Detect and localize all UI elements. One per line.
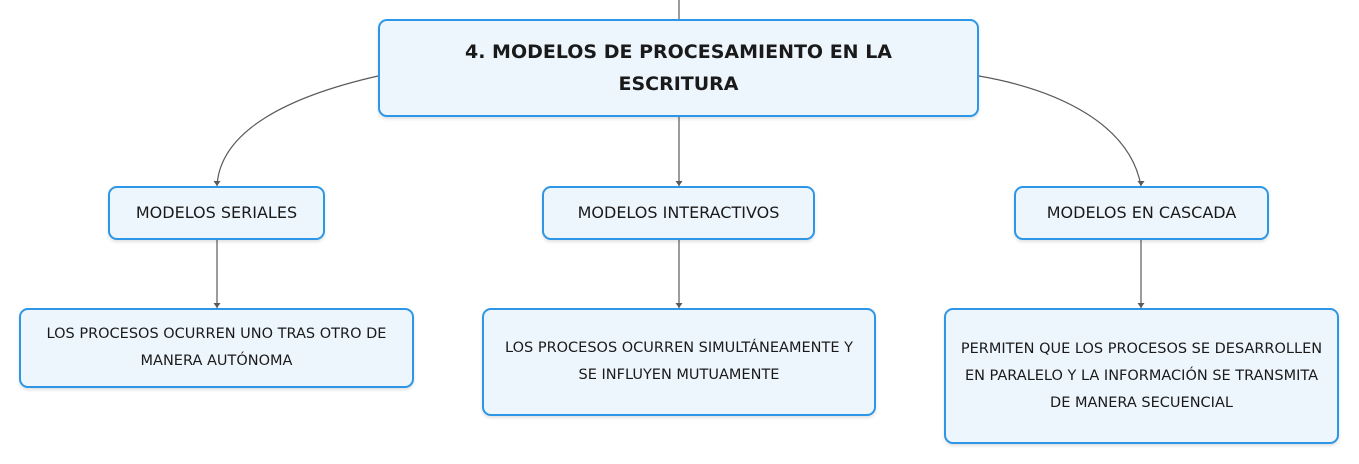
description-text-serial-models: LOS PROCESOS OCURREN UNO TRAS OTRO DE MA… — [46, 326, 387, 369]
description-text-cascade-models: PERMITEN QUE LOS PROCESOS SE DESARROLLEN… — [960, 340, 1323, 411]
topic-label-serial-models: MODELOS SERIALES — [135, 203, 298, 222]
topic-label-cascade-models: MODELOS EN CASCADA — [1046, 203, 1237, 222]
root-topic-title: 4. MODELOS DE PROCESAMIENTO EN LA ESCRIT… — [464, 41, 893, 95]
description-node-serial-models[interactable]: LOS PROCESOS OCURREN UNO TRAS OTRO DE MA… — [19, 308, 414, 388]
description-node-interactive-models[interactable]: LOS PROCESOS OCURREN SIMULTÁNEAMENTE Y S… — [482, 308, 876, 416]
arrowhead-serial-description — [213, 303, 221, 308]
description-node-cascade-models[interactable]: PERMITEN QUE LOS PROCESOS SE DESARROLLEN… — [944, 308, 1339, 444]
topic-node-interactive-models[interactable]: MODELOS INTERACTIVOS — [542, 186, 815, 240]
arrowhead-interactive — [675, 181, 683, 186]
connector-root-to-serial — [216, 75, 379, 187]
topic-node-cascade-models[interactable]: MODELOS EN CASCADA — [1014, 186, 1269, 240]
arrowhead-cascade-description — [1137, 303, 1145, 308]
arrowhead-interactive-description — [675, 303, 683, 308]
description-text-interactive-models: LOS PROCESOS OCURREN SIMULTÁNEAMENTE Y S… — [505, 340, 853, 383]
arrowhead-serial — [213, 181, 221, 186]
topic-label-interactive-models: MODELOS INTERACTIVOS — [577, 203, 780, 222]
connector-root-to-cascade — [978, 75, 1142, 187]
topic-node-serial-models[interactable]: MODELOS SERIALES — [108, 186, 325, 240]
root-topic-node[interactable]: 4. MODELOS DE PROCESAMIENTO EN LA ESCRIT… — [378, 19, 979, 117]
arrowhead-cascade — [1137, 181, 1145, 186]
